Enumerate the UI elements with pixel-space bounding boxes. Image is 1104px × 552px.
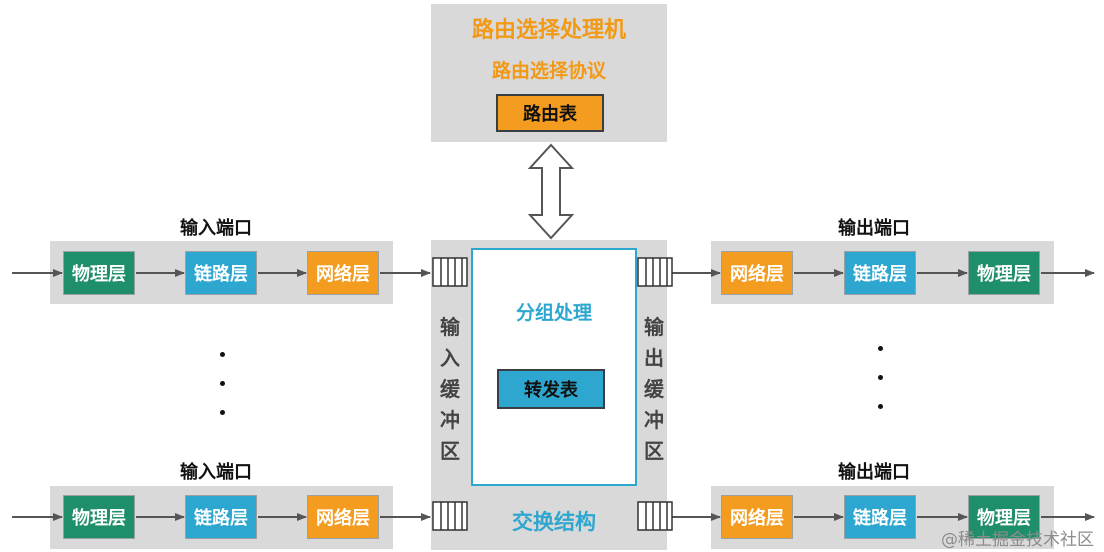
forwarding-table-box: 转发表 [497, 369, 605, 409]
input-buffer-queue-bottom [432, 501, 468, 531]
input-buffer-queue-top [432, 257, 468, 287]
output-buffer-queue-top [637, 257, 673, 287]
output-port-label-top: 输出端口 [838, 218, 910, 239]
input-buffer-label: 输 入 缓 冲 区 [440, 315, 460, 463]
input-top-network-layer: 网络层 [307, 251, 379, 295]
routing-table-box: 路由表 [496, 94, 604, 132]
output-top-link-layer: 链路层 [844, 251, 916, 295]
packet-processing-area [471, 248, 637, 486]
switch-fabric-label: 交换结构 [512, 510, 596, 534]
input-bottom-link-layer: 链路层 [185, 495, 257, 539]
output-buffer-queue-bottom [637, 501, 673, 531]
forwarding-table-label: 转发表 [524, 380, 578, 401]
routing-protocol-label: 路由选择协议 [491, 60, 606, 82]
output-top-network-layer: 网络层 [721, 251, 793, 295]
double-arrow-icon [527, 143, 575, 240]
output-bottom-network-layer: 网络层 [721, 495, 793, 539]
input-bottom-network-layer: 网络层 [307, 495, 379, 539]
input-top-physical-layer: 物理层 [63, 251, 135, 295]
output-bottom-physical-layer: 物理层 [968, 495, 1040, 539]
output-bottom-link-layer: 链路层 [844, 495, 916, 539]
watermark: @稀土掘金技术社区 [941, 530, 1094, 550]
input-port-label-bottom: 输入端口 [180, 462, 252, 483]
input-ellipsis-dots [220, 352, 225, 439]
output-port-label-bottom: 输出端口 [838, 462, 910, 483]
routing-table-label: 路由表 [523, 104, 577, 125]
packet-processing-label: 分组处理 [515, 302, 592, 324]
output-top-physical-layer: 物理层 [968, 251, 1040, 295]
input-top-link-layer: 链路层 [185, 251, 257, 295]
input-port-label-top: 输入端口 [180, 218, 252, 239]
output-buffer-label: 输 出 缓 冲 区 [644, 315, 664, 463]
routing-processor-title: 路由选择处理机 [471, 18, 626, 43]
input-bottom-physical-layer: 物理层 [63, 495, 135, 539]
output-ellipsis-dots [878, 346, 883, 433]
